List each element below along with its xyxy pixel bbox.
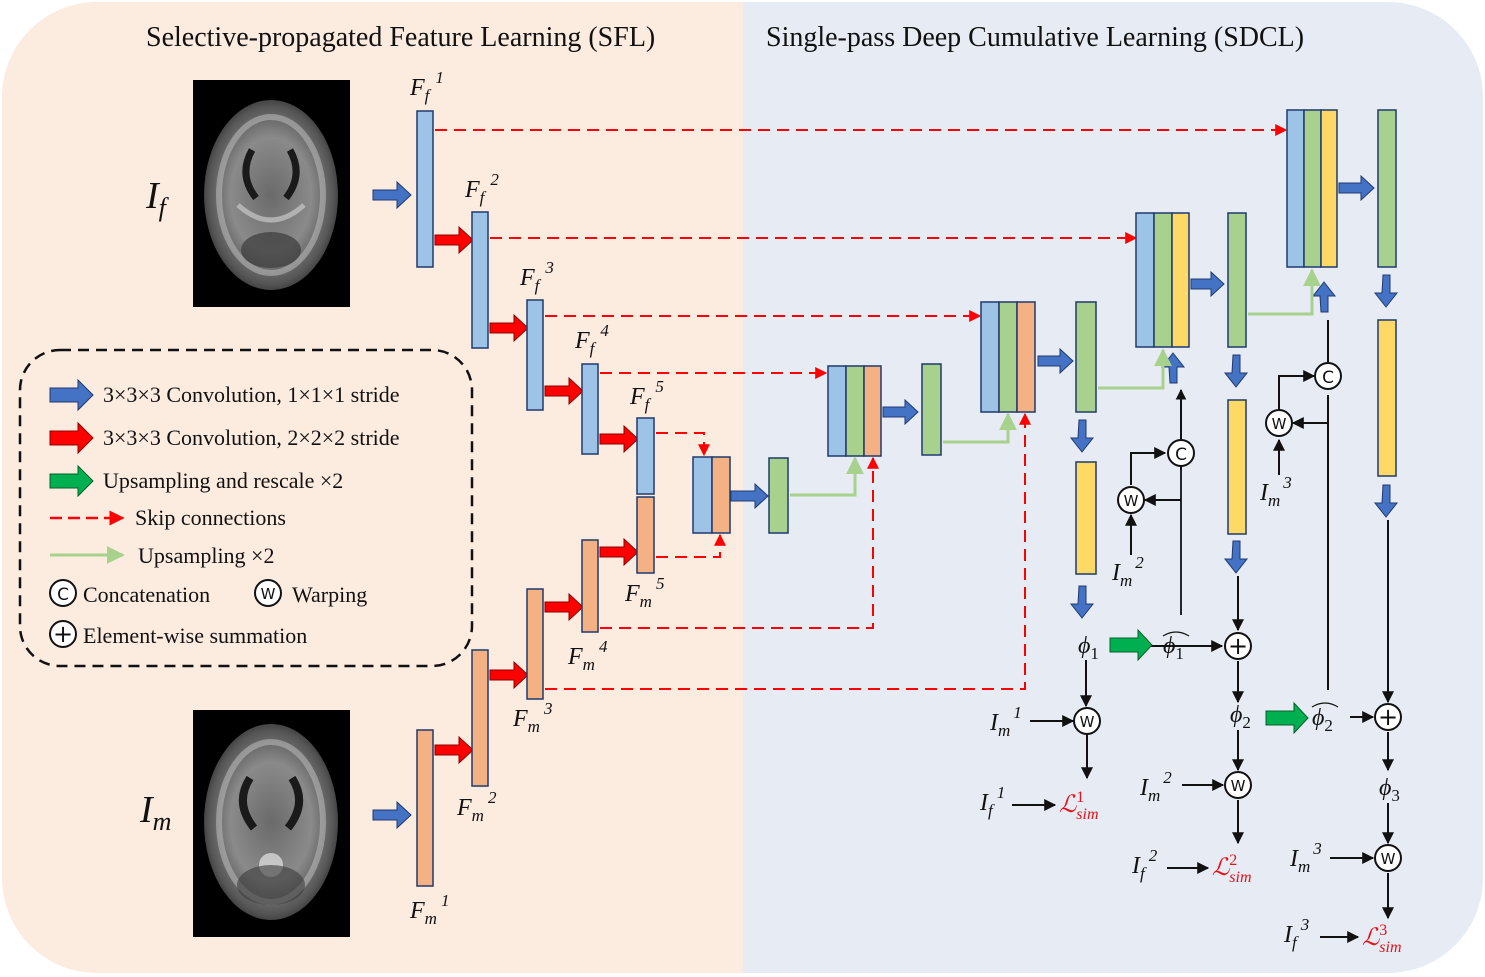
encoder-arrows: [372, 180, 639, 830]
legend-skip-label: Skip connections: [135, 505, 286, 530]
sum-node-1: [1224, 632, 1252, 660]
legend-concat-symbol: C: [57, 585, 69, 605]
legend-warp-icon: [254, 579, 282, 607]
legend-sum-icon: [49, 620, 77, 648]
conv2-arrow-fm2: [489, 660, 529, 690]
block-fm4: [581, 539, 599, 633]
upsampling-lines: [790, 268, 1321, 497]
skip-ff5: [656, 432, 710, 457]
legend-upsample-label: Upsampling ×2: [138, 543, 274, 568]
fixed-encoder-blocks: [416, 110, 655, 495]
skip-connections: [435, 124, 1288, 690]
warp-node-5: [1265, 409, 1293, 437]
sdcl-title: Single-pass Deep Cumulative Learning (SD…: [766, 22, 1304, 53]
conv2-arrow-fm4: [599, 537, 639, 567]
decoder-stage5: [692, 456, 789, 534]
sum-symbol-2: +: [1378, 703, 1398, 731]
upsample-rescale-arrow-2: [1265, 701, 1309, 735]
decoder-stage4: [827, 363, 942, 457]
decoder-stage1: [1286, 109, 1399, 518]
fixed-brain-image: [193, 80, 350, 307]
block-ff3: [526, 299, 544, 411]
block-fm1: [416, 729, 434, 887]
warp-symbol-5: W: [1272, 415, 1287, 433]
legend-warp-label: Warping: [292, 582, 367, 607]
conv2-arrow-ff4: [599, 424, 639, 454]
sum-symbol-1: +: [1228, 632, 1248, 660]
conv2-arrow-ff1: [434, 225, 474, 255]
upsample-rescale-arrow-1: [1109, 628, 1153, 662]
warp-symbol-3: W: [1381, 850, 1396, 868]
legend-concat-icon: [49, 579, 77, 607]
block-fm3: [526, 588, 544, 700]
conv2-arrow-fm1: [434, 735, 474, 765]
legend-sum-label: Element-wise summation: [83, 623, 307, 648]
conv2-arrow-ff2: [489, 313, 529, 343]
decoder-stage2: [1135, 212, 1249, 574]
conv1-arrow-fixed: [372, 180, 412, 210]
legend-conv1-label: 3×3×3 Convolution, 1×1×1 stride: [103, 382, 400, 407]
warp-node-3: [1374, 844, 1402, 872]
warp-node-2: [1224, 771, 1252, 799]
skip-fm4: [600, 456, 879, 629]
legend-upsample-rescale-icon: [49, 464, 94, 498]
block-ff2: [471, 211, 489, 349]
warp-symbol-1: W: [1080, 713, 1095, 731]
moving-encoder-blocks: [416, 496, 655, 887]
legend-conv2-label: 3×3×3 Convolution, 2×2×2 stride: [103, 425, 400, 450]
concat-symbol-1: C: [1175, 445, 1187, 465]
conv1-arrow-moving: [372, 800, 412, 830]
conv2-arrow-ff3: [544, 376, 584, 406]
conv2-arrow-fm3: [544, 592, 584, 622]
moving-brain-image: [193, 710, 350, 937]
concat-node-1: [1167, 439, 1195, 467]
legend-upsample-rescale-label: Upsampling and rescale ×2: [103, 468, 343, 493]
block-fm2: [471, 649, 489, 787]
warp-node-4: [1117, 486, 1145, 514]
block-ff1: [416, 110, 434, 268]
legend-warp-symbol: W: [261, 585, 276, 603]
legend-conv1-icon: [49, 378, 94, 412]
warp-symbol-4: W: [1124, 492, 1139, 510]
decoder-stage3: [980, 301, 1097, 619]
block-ff4: [581, 363, 599, 455]
warp-symbol-2: W: [1231, 777, 1246, 795]
block-fm5: [636, 496, 655, 574]
skip-fm5: [656, 533, 726, 558]
im3-top-label: Im3: [1259, 473, 1292, 510]
legend-conv2-icon: [49, 421, 94, 455]
block-ff5: [636, 417, 655, 495]
operation-nodes: W + W + W C W C W: [1073, 362, 1402, 872]
flow-lines: [1012, 320, 1394, 943]
sdcl-panel: [743, 2, 1483, 973]
sum-node-2: [1374, 703, 1402, 731]
concat-node-2: [1314, 362, 1342, 390]
legend: 3×3×3 Convolution, 1×1×1 stride 3×3×3 Co…: [18, 348, 474, 668]
legend-concat-label: Concatenation: [83, 582, 210, 607]
skip-fm3: [545, 412, 1031, 690]
sfl-title: Selective-propagated Feature Learning (S…: [146, 22, 655, 53]
legend-sum-symbol: +: [53, 620, 73, 648]
warp-node-1: [1073, 707, 1101, 735]
legend-box: [18, 348, 474, 668]
concat-symbol-2: C: [1322, 368, 1334, 388]
